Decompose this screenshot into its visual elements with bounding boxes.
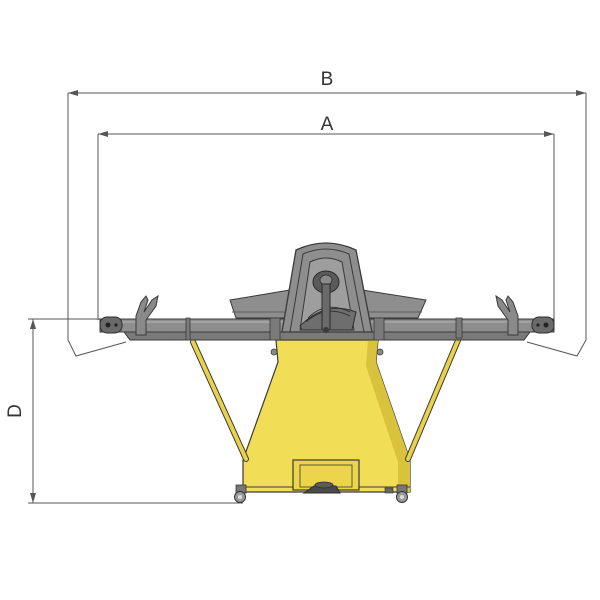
fold-handle-right bbox=[495, 294, 519, 336]
dimension-d bbox=[28, 318, 243, 504]
base-foot-right bbox=[384, 487, 394, 494]
dimension-a bbox=[97, 131, 555, 320]
table-bolt-right bbox=[376, 348, 384, 356]
dimension-b-extension-left bbox=[67, 93, 127, 357]
table-bolt-left bbox=[270, 348, 278, 356]
roller-end-left-bolt bbox=[114, 323, 118, 327]
foot-pedal bbox=[302, 485, 341, 494]
adjustment-lever-pivot bbox=[323, 327, 329, 333]
wheel-right-hub bbox=[400, 495, 404, 499]
roller-end-right bbox=[531, 316, 555, 334]
support-strut-right-body bbox=[406, 336, 461, 461]
dimension-d-arrow-top bbox=[30, 319, 36, 329]
dimension-a-arrow-right bbox=[544, 131, 554, 137]
roller-end-left-cap bbox=[99, 316, 123, 334]
machine-base-shadow bbox=[366, 340, 410, 492]
roller-housing-frame bbox=[289, 248, 365, 333]
roller-end-right-cap bbox=[531, 316, 555, 334]
dimension-b bbox=[67, 90, 587, 357]
table-fixture-left bbox=[185, 317, 191, 341]
fold-handle-left bbox=[135, 294, 159, 336]
dimension-d-arrow-bottom bbox=[30, 493, 36, 503]
foot-pedal-knob bbox=[314, 481, 334, 489]
support-strut-left-body bbox=[191, 340, 248, 461]
roller-end-left-axle bbox=[105, 322, 111, 328]
wheel-left-hub bbox=[238, 495, 242, 499]
wheel-left bbox=[234, 484, 247, 503]
roller-end-right-bolt bbox=[536, 323, 540, 327]
support-strut-right bbox=[405, 335, 462, 462]
housing-foot-left bbox=[269, 317, 281, 341]
conveyor-underside bbox=[123, 331, 531, 341]
support-strut-left bbox=[190, 339, 249, 462]
dimension-d-label: D bbox=[5, 404, 26, 418]
dimension-b-label: B bbox=[321, 69, 334, 90]
housing-wing-right bbox=[359, 289, 427, 319]
housing-wing-left bbox=[229, 289, 293, 319]
dimension-a-label: A bbox=[321, 114, 334, 135]
roller-end-left bbox=[99, 316, 123, 334]
wheel-right bbox=[396, 484, 408, 503]
adjustment-lever bbox=[321, 283, 331, 331]
roller-end-right-axle bbox=[543, 322, 549, 328]
dimension-a-arrow-left bbox=[98, 131, 108, 137]
dough-sheeter-machine bbox=[99, 242, 555, 503]
dimension-b-arrow-left bbox=[68, 90, 78, 96]
housing-foot-right bbox=[373, 317, 385, 341]
dimension-b-extension-right bbox=[526, 93, 587, 357]
table-fixture-right bbox=[455, 317, 463, 339]
dimension-b-arrow-right bbox=[576, 90, 586, 96]
